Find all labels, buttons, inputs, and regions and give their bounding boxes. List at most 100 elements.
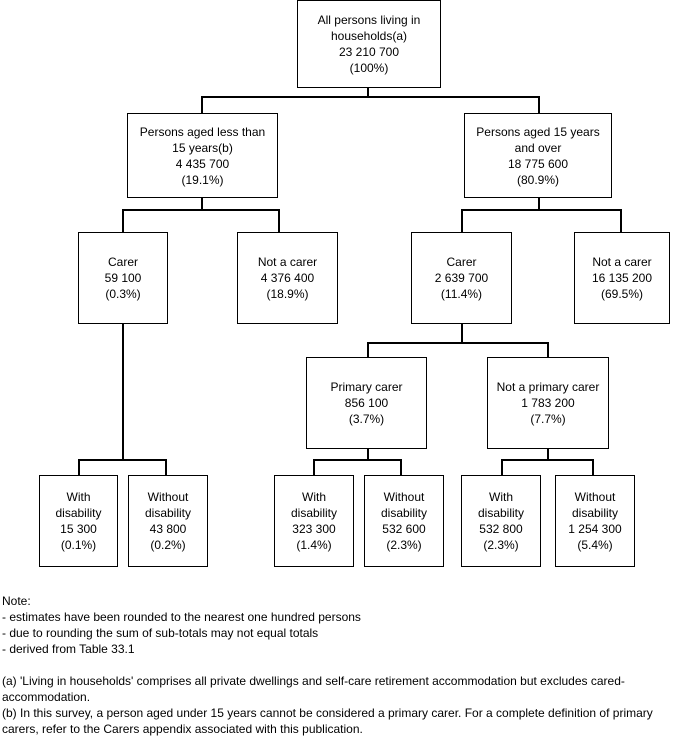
connector — [201, 197, 203, 210]
node-line: (2.3%) — [483, 538, 519, 552]
node-not-primary-without-disability: Without disability 1 254 300 (5.4%) — [555, 475, 635, 567]
node-primary-without-disability: Without disability 532 600 (2.3%) — [364, 475, 444, 567]
note-item: - estimates have been rounded to the nea… — [2, 610, 361, 624]
spacer — [2, 657, 670, 673]
node-line: disability — [380, 506, 428, 520]
node-line: (7.7%) — [530, 412, 566, 426]
node-line: disability — [144, 506, 192, 520]
connector — [78, 459, 167, 461]
node-line: 2 639 700 — [434, 271, 489, 285]
node-line: Without — [383, 490, 425, 504]
node-line: (100%) — [349, 61, 389, 75]
footnote-a: (a) 'Living in households' comprises all… — [2, 674, 625, 704]
node-line: Primary carer — [330, 380, 403, 394]
node-line: 16 135 200 — [591, 271, 653, 285]
node-line: (80.9%) — [516, 172, 560, 187]
node-line: 532 800 — [479, 522, 523, 536]
connector — [461, 209, 622, 211]
connector — [201, 96, 540, 98]
node-line: (69.5%) — [600, 287, 644, 301]
node-line: Not a carer — [257, 255, 318, 269]
node-not-carer-over-15: Not a carer 16 135 200 (69.5%) — [574, 232, 670, 324]
connector — [367, 342, 549, 344]
footnote-b: (b) In this survey, a person aged under … — [2, 706, 653, 736]
note-item: - due to rounding the sum of sub-totals … — [2, 626, 319, 640]
node-under-15-with-disability: With disability 15 300 (0.1%) — [39, 475, 118, 567]
node-over-15: Persons aged 15 years and over 18 775 60… — [464, 113, 612, 198]
node-line: 15 years(b) — [172, 140, 233, 155]
notes-section: Note: - estimates have been rounded to t… — [2, 593, 670, 737]
node-line: (18.9%) — [266, 287, 309, 301]
node-line: (0.2%) — [150, 538, 186, 552]
node-line: Without — [574, 490, 616, 504]
node-line: 1 254 300 — [568, 522, 622, 536]
node-line: 18 775 600 — [507, 156, 569, 171]
node-carer-under-15: Carer 59 100 (0.3%) — [78, 232, 168, 324]
node-all-persons: All persons living in households(a) 23 2… — [297, 0, 441, 88]
node-line: With — [302, 490, 326, 504]
node-line: 15 300 — [60, 522, 97, 536]
node-line: Carer — [446, 255, 477, 269]
node-line: (2.3%) — [386, 538, 422, 552]
node-carer-over-15: Carer 2 639 700 (11.4%) — [411, 232, 512, 324]
connector — [620, 209, 622, 233]
connector — [313, 459, 402, 461]
connector — [367, 87, 369, 97]
node-line: (5.4%) — [577, 538, 613, 552]
notes-heading: Note: — [2, 594, 31, 608]
node-not-primary-with-disability: With disability 532 800 (2.3%) — [461, 475, 541, 567]
connector — [122, 209, 124, 233]
connector — [78, 459, 80, 476]
connector — [501, 459, 503, 476]
node-line: Carer — [107, 255, 138, 269]
connector — [367, 448, 369, 460]
node-line: and over — [514, 140, 562, 155]
node-not-carer-under-15: Not a carer 4 376 400 (18.9%) — [237, 232, 338, 324]
node-line: (0.1%) — [60, 538, 97, 552]
node-line: (0.3%) — [105, 287, 141, 301]
node-line: With — [66, 490, 91, 504]
node-line: Without — [147, 490, 189, 504]
connector — [592, 459, 594, 476]
node-under-15: Persons aged less than 15 years(b) 4 435… — [127, 113, 278, 198]
node-line: disability — [477, 506, 525, 520]
connector — [201, 96, 203, 114]
node-line: 4 435 700 — [175, 156, 230, 171]
connector — [538, 96, 540, 114]
connector — [122, 323, 124, 460]
node-line: With — [489, 490, 513, 504]
connector — [367, 342, 369, 358]
node-line: 43 800 — [149, 522, 187, 536]
node-line: Not a primary carer — [496, 380, 600, 394]
node-line: 4 376 400 — [260, 271, 315, 285]
connector — [278, 209, 280, 233]
node-line: All persons living in — [317, 13, 421, 27]
node-line: 23 210 700 — [338, 45, 400, 59]
connector — [122, 209, 280, 211]
node-line: 323 300 — [292, 522, 336, 536]
node-primary-carer: Primary carer 856 100 (3.7%) — [306, 357, 427, 449]
node-line: disability — [55, 506, 102, 520]
connector — [461, 209, 463, 233]
connector — [400, 459, 402, 476]
node-not-primary-carer: Not a primary carer 1 783 200 (7.7%) — [487, 357, 609, 449]
node-line: Persons aged 15 years — [476, 124, 600, 139]
node-line: 856 100 — [344, 396, 389, 410]
connector — [547, 448, 549, 460]
node-primary-with-disability: With disability 323 300 (1.4%) — [274, 475, 354, 567]
connector — [313, 459, 315, 476]
node-line: disability — [290, 506, 338, 520]
node-line: (1.4%) — [296, 538, 332, 552]
connector — [501, 459, 594, 461]
node-line: 59 100 — [104, 271, 142, 285]
node-line: 1 783 200 — [521, 396, 575, 410]
node-line: disability — [571, 506, 619, 520]
node-line: 532 600 — [382, 522, 426, 536]
node-under-15-without-disability: Without disability 43 800 (0.2%) — [128, 475, 208, 567]
node-line: households(a) — [330, 29, 408, 43]
flow-diagram: All persons living in households(a) 23 2… — [39, 0, 670, 567]
connector — [547, 342, 549, 358]
connector — [461, 323, 463, 343]
connector — [165, 459, 167, 476]
node-line: (3.7%) — [348, 412, 385, 426]
